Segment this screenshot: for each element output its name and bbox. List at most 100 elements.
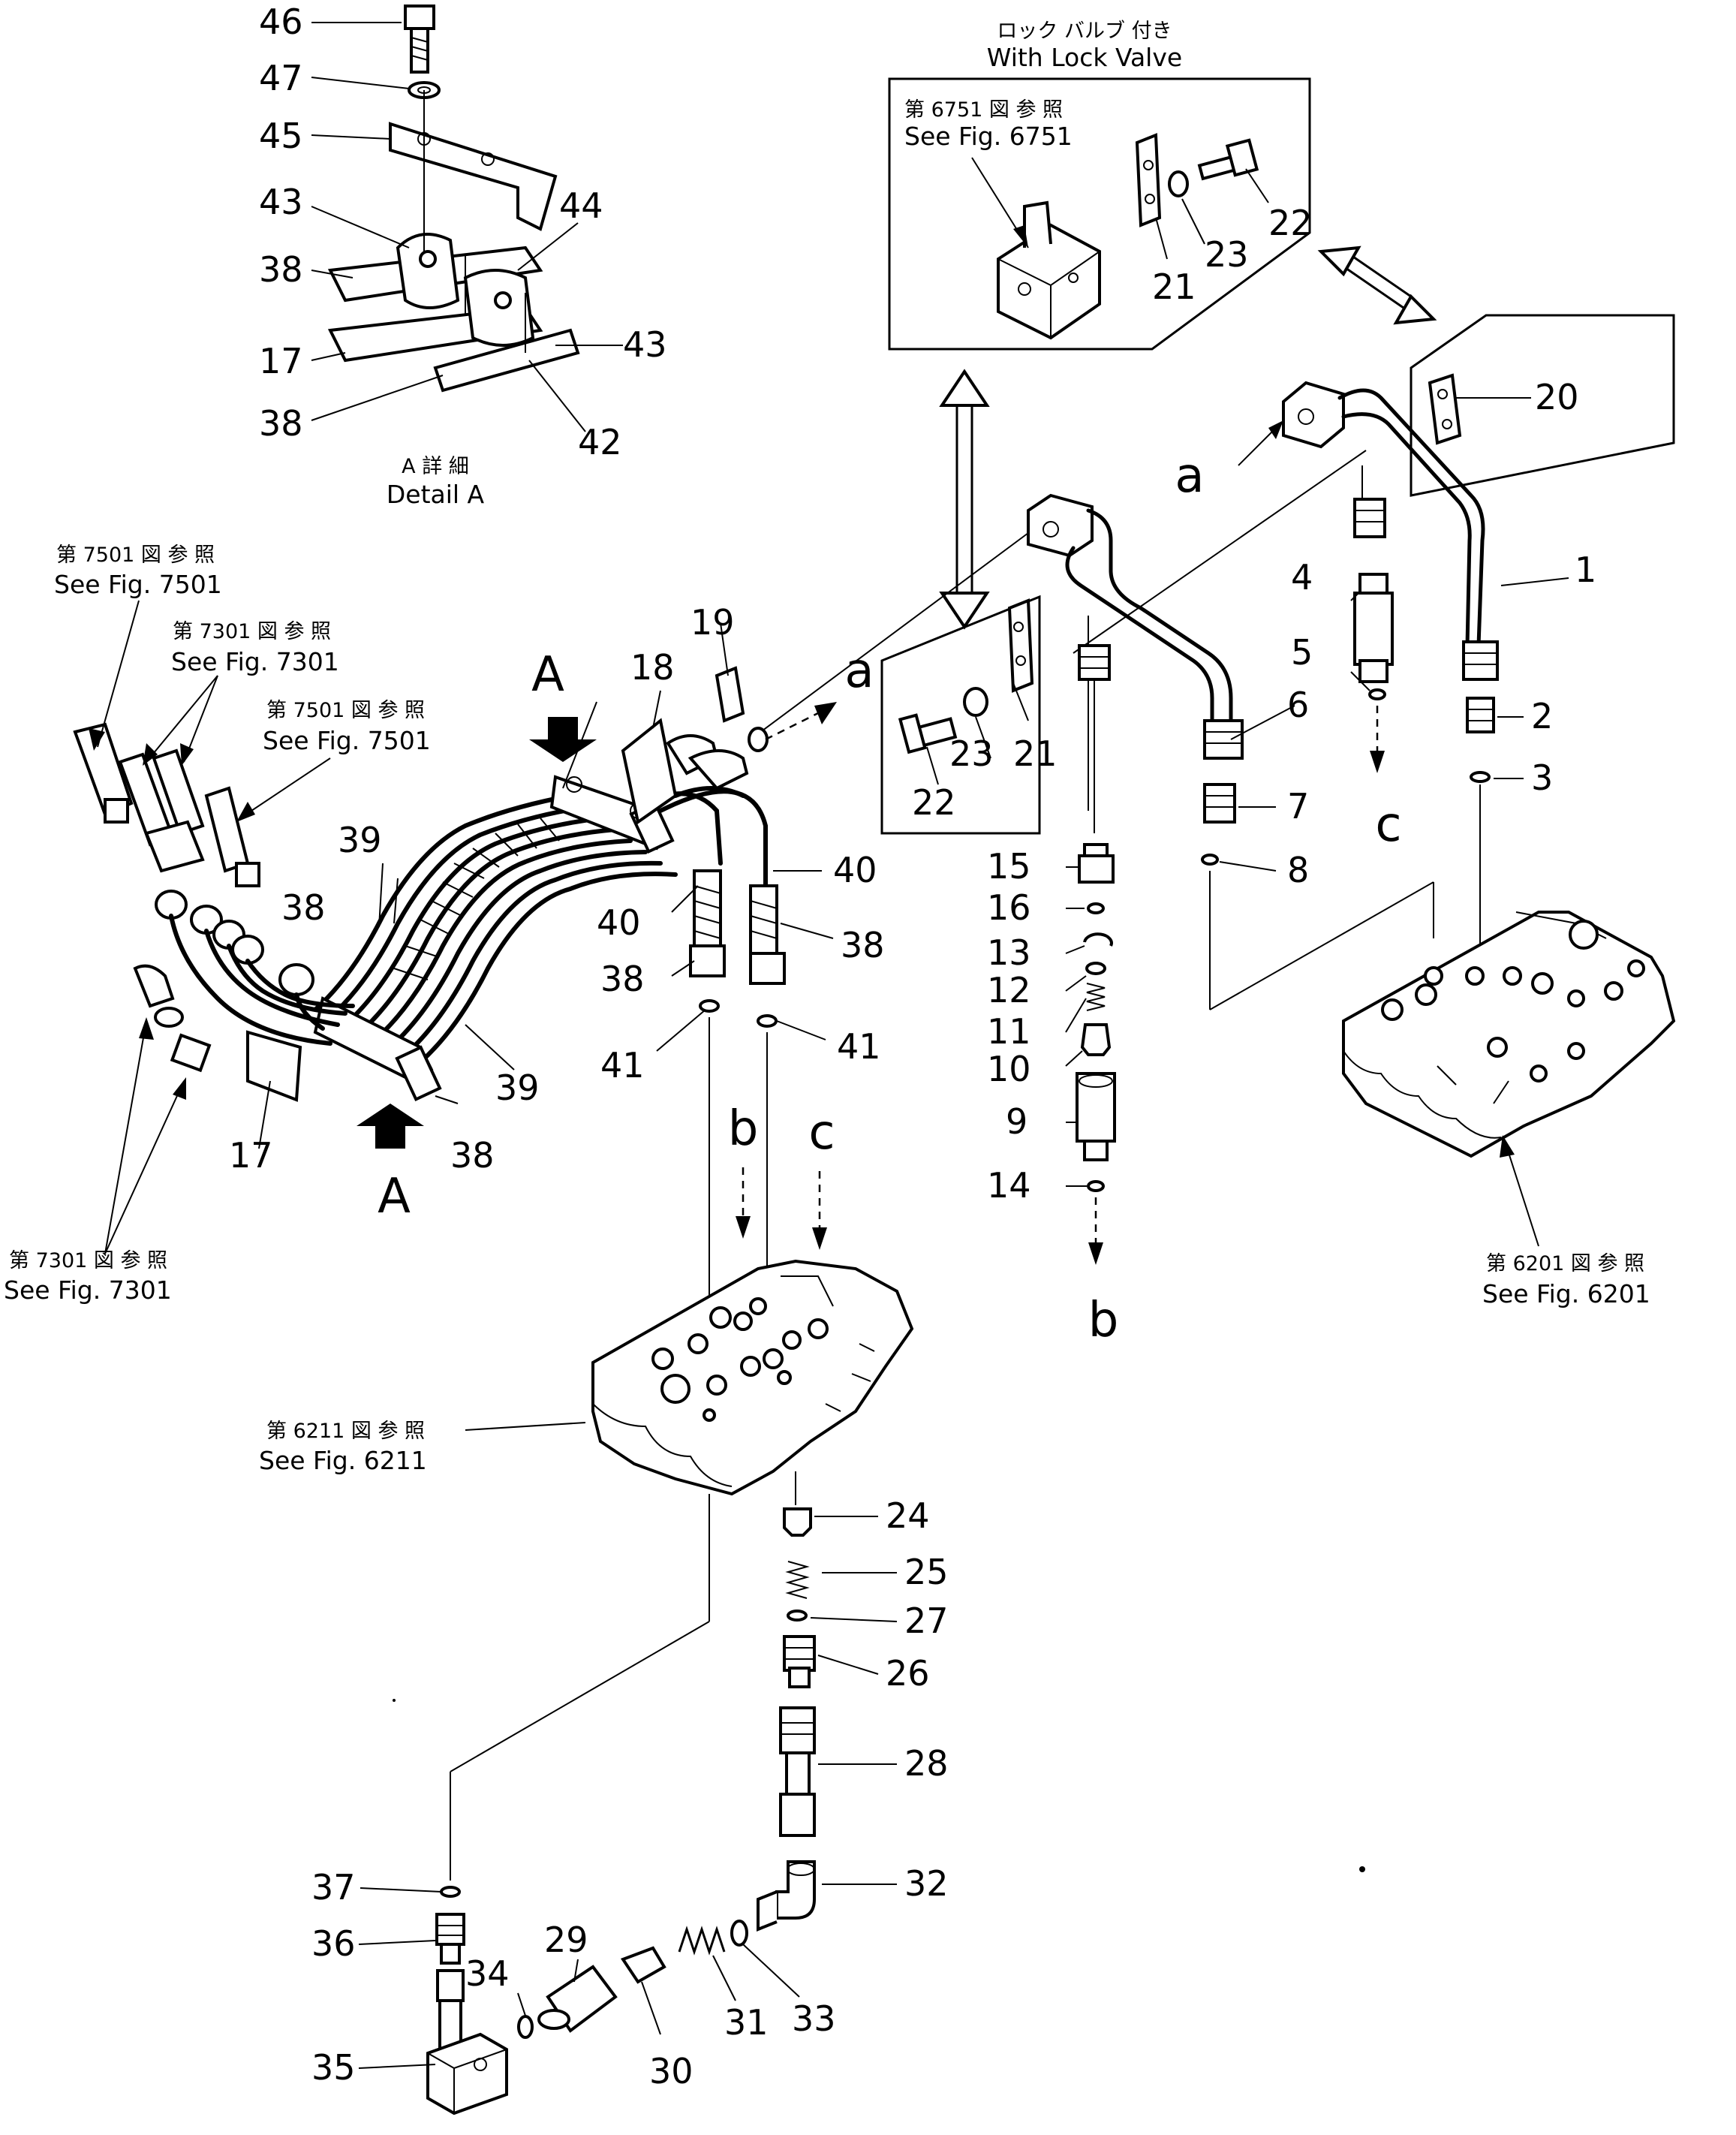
double-arrow-vertical xyxy=(939,369,990,630)
part-label: 8 xyxy=(1287,850,1309,890)
part-label: 22 xyxy=(912,782,956,823)
ref-6211-en: See Fig. 6211 xyxy=(259,1446,427,1475)
hose-bundle xyxy=(133,775,678,1102)
view-letter-a-bottom: A xyxy=(378,1169,411,1224)
part-label: 40 xyxy=(833,850,877,890)
part-label: 16 xyxy=(987,887,1031,928)
ref-6201-en: See Fig. 6201 xyxy=(1482,1279,1650,1308)
ref-6211-jp: 第 6211 図 参 照 xyxy=(266,1420,425,1443)
part-label: 13 xyxy=(987,932,1031,973)
part-label: 40 xyxy=(597,902,641,943)
part-label: 11 xyxy=(987,1011,1031,1052)
ref-6751-en: See Fig. 6751 xyxy=(904,122,1073,151)
detail-a-drawing xyxy=(327,5,580,393)
part-label: 21 xyxy=(1152,266,1196,307)
part-label: 18 xyxy=(630,647,675,688)
ref-6751-jp: 第 6751 図 参 照 xyxy=(904,98,1063,122)
part-label: 4 xyxy=(1291,557,1313,598)
part-label: 38 xyxy=(450,1135,495,1176)
ref-7501-jp-upper: 第 7501 図 参 照 xyxy=(56,544,215,567)
lock-valve-caption-jp: ロック バルブ 付き xyxy=(997,20,1172,43)
part-label: 19 xyxy=(690,602,735,643)
plate-18-group xyxy=(621,666,837,825)
part-label: 43 xyxy=(623,324,667,365)
plate-group-21 xyxy=(880,595,1041,835)
part-label: 6 xyxy=(1287,685,1309,725)
view-letter-a-top: A xyxy=(531,647,564,703)
reference-arrows xyxy=(89,420,1539,1254)
speck-dot xyxy=(393,1699,396,1702)
part-label: 36 xyxy=(311,1923,356,1964)
view-a-arrows xyxy=(357,717,597,1149)
b-c-arrows xyxy=(450,1167,827,1881)
part-label: 25 xyxy=(904,1552,949,1592)
pilot-levers xyxy=(73,722,260,887)
part-label: 22 xyxy=(1268,203,1313,243)
part-label: 32 xyxy=(904,1863,949,1904)
hose-pair-38 xyxy=(643,786,786,1321)
view-letters: A A a a b b c c xyxy=(378,448,1401,1348)
part-label: 45 xyxy=(259,116,303,156)
part-label: 15 xyxy=(987,846,1031,887)
part-label: 38 xyxy=(259,249,303,290)
part-label: 10 xyxy=(987,1049,1031,1089)
detail-a-caption-en: Detail A xyxy=(387,480,485,509)
part-label: 17 xyxy=(259,341,303,381)
part-label: 12 xyxy=(987,970,1031,1010)
part-label: 39 xyxy=(495,1068,540,1108)
conn-letter-b-bottom: b xyxy=(1088,1293,1119,1348)
part-label: 29 xyxy=(544,1920,588,1960)
part-label: 2 xyxy=(1531,696,1553,736)
part-label: 31 xyxy=(724,2002,769,2043)
part-label: 39 xyxy=(338,820,382,860)
part-label: 23 xyxy=(949,733,994,774)
part-label: 38 xyxy=(259,403,303,444)
part-label: 30 xyxy=(649,2051,693,2091)
conn-letter-c-top: c xyxy=(808,1105,835,1161)
part-label: 27 xyxy=(904,1600,949,1641)
part-label: 26 xyxy=(886,1653,930,1694)
valve-group-4 xyxy=(1353,465,1394,773)
part-label: 47 xyxy=(259,58,303,98)
conn-letter-a-center: a xyxy=(844,643,874,699)
valve-stack-9 xyxy=(1076,644,1116,1265)
detail-a-caption-jp: A 詳 細 xyxy=(402,455,469,478)
control-valve-6211 xyxy=(591,1259,914,1496)
part-label: 28 xyxy=(904,1743,949,1784)
captions: ロック バルブ 付き With Lock Valve A 詳 細 Detail … xyxy=(4,20,1650,1475)
lock-valve-caption-en: With Lock Valve xyxy=(987,43,1182,72)
leader-lines xyxy=(258,22,1569,2069)
part-label: 23 xyxy=(1205,234,1249,275)
ref-7501-en-upper: See Fig. 7501 xyxy=(54,570,222,599)
double-arrow-diagonal xyxy=(1317,245,1437,325)
pipe-assembly-6 xyxy=(1027,493,1434,1010)
part-label: 9 xyxy=(1006,1101,1027,1142)
valve-stack-24 xyxy=(426,1507,816,2115)
part-label: 3 xyxy=(1531,757,1553,798)
part-number-labels: 46 47 45 43 38 17 38 44 43 42 22 23 21 2… xyxy=(229,2,1596,2091)
part-label: 24 xyxy=(886,1495,930,1536)
part-label: 37 xyxy=(311,1867,356,1908)
part-label: 38 xyxy=(841,925,885,965)
ref-7301-jp-lower: 第 7301 図 参 照 xyxy=(9,1249,167,1272)
part-label: 33 xyxy=(792,1998,836,2039)
conn-letter-c-right: c xyxy=(1375,797,1401,853)
part-label: 44 xyxy=(559,185,603,226)
part-label: 7 xyxy=(1287,786,1309,827)
ref-7301-en-upper: See Fig. 7301 xyxy=(171,647,339,676)
part-label: 14 xyxy=(987,1165,1031,1206)
lock-valve-inset xyxy=(888,77,1311,351)
part-label: 38 xyxy=(281,887,326,928)
conn-letter-b-top: b xyxy=(728,1101,759,1157)
part-label: 1 xyxy=(1575,550,1596,590)
part-label: 38 xyxy=(600,959,645,999)
part-label: 41 xyxy=(837,1026,881,1067)
control-valve-6201 xyxy=(1342,911,1676,1158)
speck-dot xyxy=(1359,1866,1365,1872)
part-label: 35 xyxy=(311,2047,356,2088)
part-label: 20 xyxy=(1535,377,1579,417)
part-label: 34 xyxy=(465,1953,510,1994)
part-label: 43 xyxy=(259,182,303,222)
part-label: 41 xyxy=(600,1045,645,1086)
